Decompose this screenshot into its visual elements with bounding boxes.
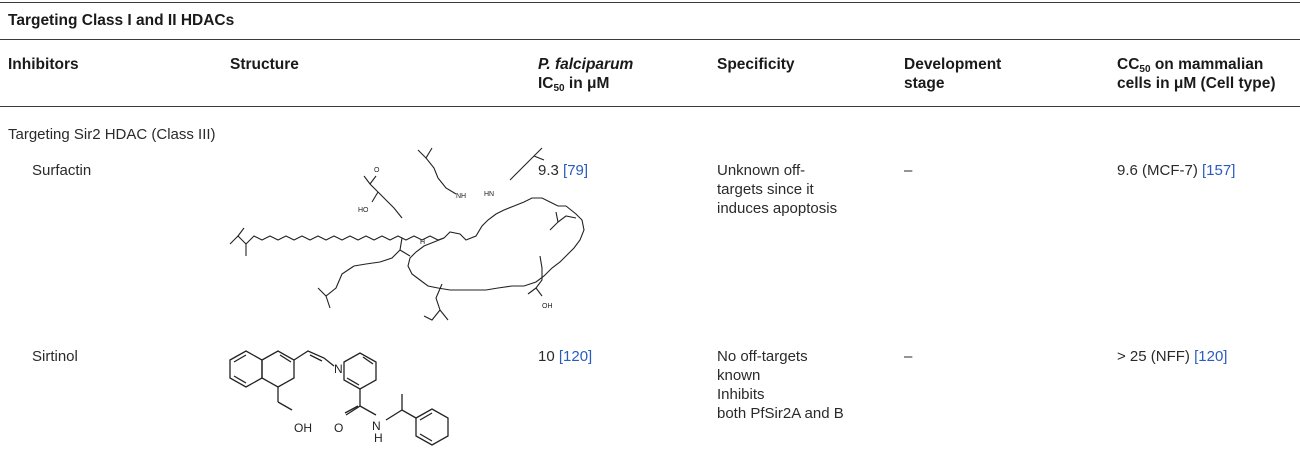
column-header-development-stage: Development stage xyxy=(904,55,1001,93)
dev-stage-line2: stage xyxy=(904,75,945,92)
sirtinol-label-oh: OH xyxy=(294,421,312,435)
cc50-reference-link[interactable]: [120] xyxy=(1194,348,1228,365)
top-rule xyxy=(0,2,1300,3)
specificity-line: known xyxy=(717,367,761,384)
ic50-value: 10 xyxy=(538,348,555,365)
cc50-prefix: CC xyxy=(1117,56,1140,73)
ic50-sub: 50 xyxy=(553,83,565,94)
surfactin-fatty-chain xyxy=(229,235,445,245)
cc50-value: 9.6 (MCF-7) xyxy=(1117,162,1198,179)
cc50-line1-suffix: on mammalian xyxy=(1150,56,1264,73)
surfactin-label-nh: NH xyxy=(456,193,466,200)
surfactin-leu-bottom xyxy=(423,283,443,321)
surfactin-label-oh: OH xyxy=(542,303,553,310)
cc50-reference-link[interactable]: [157] xyxy=(1202,162,1236,179)
surfactin-asp-sidechain xyxy=(535,255,543,297)
row-cc50-sirtinol: > 25 (NFF) [120] xyxy=(1117,347,1227,366)
surfactin-label-ho: HO xyxy=(358,207,369,214)
surfactin-structure-image: HO O NH HN OH H xyxy=(229,147,585,321)
surfactin-glu-sidechain xyxy=(363,175,403,219)
ic50-reference-link[interactable]: [120] xyxy=(558,348,593,365)
sirtinol-phenyl-ring xyxy=(415,408,449,446)
surfactin-val xyxy=(549,215,577,231)
ic50-reference-link[interactable]: [79] xyxy=(563,162,589,179)
column-header-structure: Structure xyxy=(230,56,299,73)
sirtinol-label-nh-h: H xyxy=(374,431,383,445)
column-header-specificity: Specificity xyxy=(717,56,795,73)
sirtinol-label-n: N xyxy=(334,362,343,376)
cc50-sub: 50 xyxy=(1139,64,1151,75)
sirtinol-naphthalene-ring-b xyxy=(261,350,295,388)
header-rule xyxy=(0,106,1300,107)
row-name-sirtinol: Sirtinol xyxy=(32,348,78,365)
row-specificity-surfactin: Unknown off- targets since it induces ap… xyxy=(717,161,837,218)
sirtinol-label-nh-n: N xyxy=(372,419,381,433)
sirtinol-label-o: O xyxy=(334,421,343,435)
surfactin-leu-top xyxy=(425,147,439,179)
surfactin-label-o: O xyxy=(374,167,380,174)
title-rule xyxy=(0,39,1300,40)
specificity-line: induces apoptosis xyxy=(717,200,838,217)
ic50-species: P. falciparum xyxy=(538,56,634,73)
surfactin-leu-right xyxy=(509,147,543,181)
dev-stage-line1: Development xyxy=(904,56,1002,73)
row-dev-stage-surfactin: – xyxy=(904,162,913,179)
surfactin-leu-left xyxy=(317,265,355,297)
specificity-line: Unknown off- xyxy=(717,162,806,179)
column-header-cc50: CC50 on mammalian cells in μM (Cell type… xyxy=(1117,55,1276,93)
cc50-line2: cells in μM (Cell type) xyxy=(1117,75,1276,92)
sirtinol-imine-linker xyxy=(293,350,335,367)
ic50-value: 9.3 xyxy=(538,162,559,179)
surfactin-label-hn: HN xyxy=(484,191,494,198)
specificity-line: Inhibits xyxy=(717,386,765,403)
row-cc50-surfactin: 9.6 (MCF-7) [157] xyxy=(1117,161,1235,180)
row-name-surfactin: Surfactin xyxy=(32,162,92,179)
sirtinol-structure-image: OH N O N H xyxy=(229,350,449,446)
row-ic50-surfactin: 9.3 [79] xyxy=(538,161,588,180)
surfactin-label-h: H xyxy=(420,239,425,246)
sirtinol-phenylethyl xyxy=(385,409,417,421)
ic50-suffix: in μM xyxy=(564,75,610,92)
row-dev-stage-sirtinol: – xyxy=(904,348,913,365)
specificity-line: No off-targets xyxy=(717,348,808,365)
group-label: Targeting Sir2 HDAC (Class III) xyxy=(8,126,216,143)
column-header-ic50: P. falciparum IC50 in μM xyxy=(538,55,634,94)
surfactin-ring-backbone xyxy=(407,197,585,291)
sirtinol-benzamide-ring xyxy=(343,352,377,390)
column-header-inhibitors: Inhibitors xyxy=(8,56,79,73)
row-specificity-sirtinol: No off-targets known Inhibits both PfSir… xyxy=(717,347,844,423)
cc50-value: > 25 (NFF) xyxy=(1117,348,1190,365)
ic50-prefix: IC xyxy=(538,75,554,92)
specificity-line: targets since it xyxy=(717,181,814,198)
table-section-title: Targeting Class I and II HDACs xyxy=(8,12,235,29)
sirtinol-naphthalene-ring-a xyxy=(229,350,263,388)
row-ic50-sirtinol: 10 [120] xyxy=(538,347,592,366)
specificity-line: both PfSir2A and B xyxy=(717,405,844,422)
